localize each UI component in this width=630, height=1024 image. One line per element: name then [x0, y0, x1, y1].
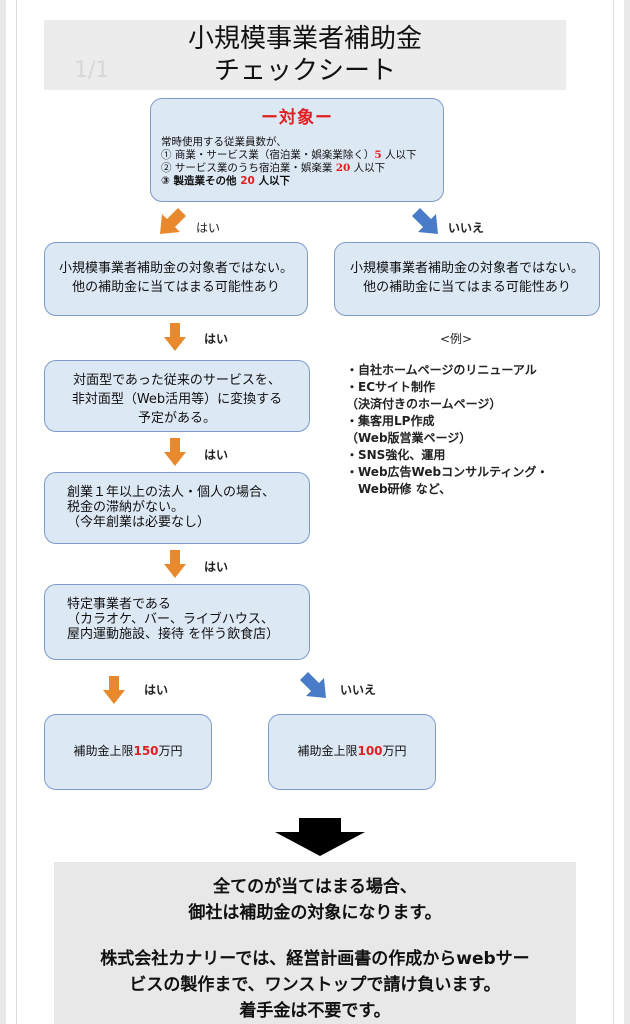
- example-list: ・自社ホームページのリニューアル ・ECサイト制作 （決済付きのホームページ） …: [346, 362, 548, 498]
- condition-2-line: 税金の滞納がない。: [67, 500, 185, 515]
- page-edge-left: [0, 0, 6, 1024]
- example-item: （決済付きのホームページ）: [346, 397, 502, 411]
- footer-line-5: 着手金は不要です。: [239, 1001, 391, 1021]
- condition-1-line: 予定がある。: [137, 411, 216, 426]
- yes-label-4: はい: [204, 560, 229, 574]
- cap-suffix: 万円: [158, 744, 183, 758]
- page-edge-right: [624, 0, 630, 1024]
- footer-message-box: 全てのが当てはまる場合、 御社は補助金の対象になります。 株式会社カナリーでは、…: [54, 862, 576, 1024]
- target-item-1: ① 商業・サービス業（宿泊業・娯楽業除く）5 人以下: [161, 149, 417, 161]
- yes-label-2: はい: [204, 332, 229, 346]
- no-arrow-diagonal-icon: [300, 672, 326, 698]
- condition-2-line: 創業１年以上の法人・個人の場合、: [67, 485, 276, 500]
- yes-arrow-down-icon: [164, 323, 186, 351]
- not-target-box-left: 小規模事業者補助金の対象者ではない。 他の補助金に当てはまる可能性あり: [44, 242, 308, 316]
- example-item: Web研修 など、: [358, 482, 452, 496]
- condition-2-line: （今年創業は必要なし）: [67, 515, 211, 530]
- condition-3-line: 特定事業者である: [67, 597, 171, 612]
- example-item: （Web版営業ページ）: [346, 431, 472, 445]
- not-target-box-right: 小規模事業者補助金の対象者ではない。 他の補助金に当てはまる可能性あり: [334, 242, 600, 316]
- title-banner: 小規模事業者補助金 チェックシート: [44, 20, 566, 90]
- cap-prefix: 補助金上限: [297, 744, 358, 758]
- page-counter: 1/1: [74, 58, 110, 83]
- yes-arrow-diagonal-icon: [160, 208, 186, 234]
- condition-box-2: 創業１年以上の法人・個人の場合、 税金の滞納がない。 （今年創業は必要なし）: [44, 472, 310, 544]
- example-item: ・Web広告Webコンサルティング・: [346, 465, 549, 479]
- page-border-left: [16, 0, 17, 1024]
- not-target-text-2: 他の補助金に当てはまる可能性あり: [72, 280, 280, 295]
- yes-arrow-down-icon: [164, 550, 186, 578]
- footer-line-4: ビスの製作まで、ワンストップで請け負います。: [129, 975, 501, 995]
- example-item: ・SNS強化、運用: [346, 448, 446, 462]
- yes-arrow-down-icon: [103, 676, 125, 704]
- target-item-2: ② サービス業のうち宿泊業・娯楽業 20 人以下: [161, 162, 386, 174]
- condition-3-line: 屋内運動施設、接待 を伴う飲食店）: [67, 627, 280, 642]
- target-intro: 常時使用する従業員数が、: [161, 136, 287, 148]
- not-target-text-2: 他の補助金に当てはまる可能性あり: [363, 280, 571, 295]
- target-heading: ー対象ー: [261, 108, 333, 128]
- footer-line-3: 株式会社カナリーでは、経営計画書の作成からwebサー: [100, 949, 530, 969]
- condition-box-3: 特定事業者である （カラオケ、バー、ライブハウス、 屋内運動施設、接待 を伴う飲…: [44, 584, 310, 660]
- subsidy-cap-150-box: 補助金上限150万円: [44, 714, 212, 790]
- no-arrow-diagonal-icon: [412, 208, 438, 234]
- cap-prefix: 補助金上限: [73, 744, 134, 758]
- not-target-text-1: 小規模事業者補助金の対象者ではない。: [58, 261, 293, 276]
- not-target-text-1: 小規模事業者補助金の対象者ではない。: [349, 261, 584, 276]
- no-label-2: いいえ: [340, 683, 377, 697]
- yes-label-1: はい: [196, 221, 221, 235]
- title-line-2: チェックシート: [213, 56, 396, 86]
- target-criteria-box: ー対象ー 常時使用する従業員数が、 ① 商業・サービス業（宿泊業・娯楽業除く）5…: [150, 98, 444, 202]
- condition-3-line: （カラオケ、バー、ライブハウス、: [67, 612, 274, 627]
- example-item: ・ECサイト制作: [346, 380, 436, 394]
- condition-1-line: 非対面型（Web活用等）に変換する: [71, 392, 283, 407]
- target-item-3: ③ 製造業その他 20 人以下: [161, 175, 290, 187]
- condition-box-1: 対面型であった従来のサービスを、 非対面型（Web活用等）に変換する 予定がある…: [44, 360, 310, 432]
- page-border-right: [613, 0, 614, 1024]
- footer-line-1: 全てのが当てはまる場合、: [213, 877, 417, 897]
- cap-amount: 150: [133, 744, 159, 758]
- example-item: ・集客用LP作成: [346, 414, 435, 428]
- big-down-arrow-icon: [275, 818, 365, 856]
- cap-amount: 100: [357, 744, 383, 758]
- yes-arrow-down-icon: [164, 438, 186, 466]
- condition-1-line: 対面型であった従来のサービスを、: [73, 373, 281, 388]
- no-label-1: いいえ: [448, 221, 485, 235]
- example-heading: <例>: [440, 332, 473, 346]
- yes-label-5: はい: [144, 683, 169, 697]
- title-line-1: 小規模事業者補助金: [187, 24, 422, 54]
- footer-line-2: 御社は補助金の対象になります。: [188, 903, 442, 923]
- cap-suffix: 万円: [382, 744, 407, 758]
- yes-label-3: はい: [204, 448, 229, 462]
- example-item: ・自社ホームページのリニューアル: [346, 363, 537, 377]
- subsidy-cap-100-box: 補助金上限100万円: [268, 714, 436, 790]
